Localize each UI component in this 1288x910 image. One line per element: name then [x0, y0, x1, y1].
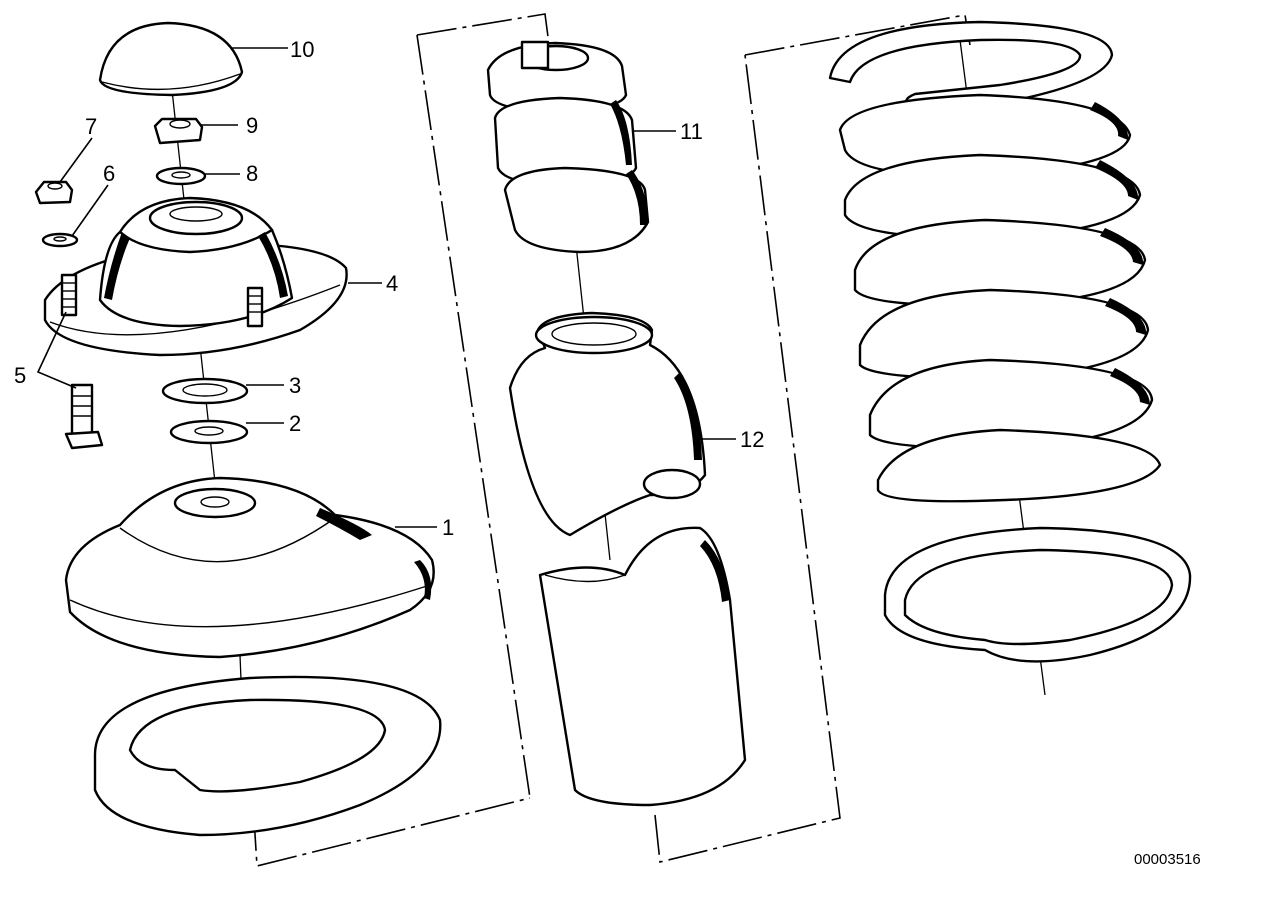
callout-12: 12: [740, 427, 764, 452]
part-2-washer: [169, 419, 249, 445]
part-12-protective-sleeve: [508, 311, 707, 537]
callout-2: 2: [289, 411, 301, 436]
leader-6: [71, 184, 109, 237]
drawing-code: 00003516: [1134, 851, 1201, 868]
callout-11: 11: [680, 119, 703, 144]
lower-spring-pad-left: [93, 675, 442, 837]
part-8-washer: [155, 166, 207, 186]
callout-9: 9: [246, 113, 258, 138]
leader-7: [59, 137, 93, 183]
callout-1: 1: [442, 515, 454, 540]
lower-spring-pad-right: [883, 526, 1192, 663]
coil-spring: [828, 20, 1162, 503]
part-11-bump-stop: [486, 40, 650, 254]
part-3-washer: [161, 377, 249, 405]
part-5-bolt: [64, 383, 104, 450]
callout-7: 7: [85, 114, 97, 139]
callout-5: 5: [14, 363, 26, 388]
lower-sleeve-tube: [538, 526, 747, 807]
part-7-nut: [34, 180, 74, 205]
part-4-strut-mount: [43, 196, 348, 357]
callout-3: 3: [289, 373, 301, 398]
part-10-dust-cap: [98, 21, 244, 97]
callout-6: 6: [103, 161, 115, 186]
callout-10: 10: [290, 37, 314, 62]
leader-5: [36, 311, 77, 389]
part-5-stud-right: [246, 286, 264, 328]
part-6-lock-washer: [41, 232, 79, 248]
part-5-stud-left: [60, 273, 78, 317]
frame-left-group: [416, 13, 551, 53]
part-1-support-bearing: [64, 476, 435, 659]
callout-8: 8: [246, 161, 258, 186]
frame-left-divider: [416, 34, 531, 799]
frame-right-group-bottom: [654, 54, 841, 863]
part-9-nut: [153, 117, 204, 145]
callout-4: 4: [386, 271, 398, 296]
